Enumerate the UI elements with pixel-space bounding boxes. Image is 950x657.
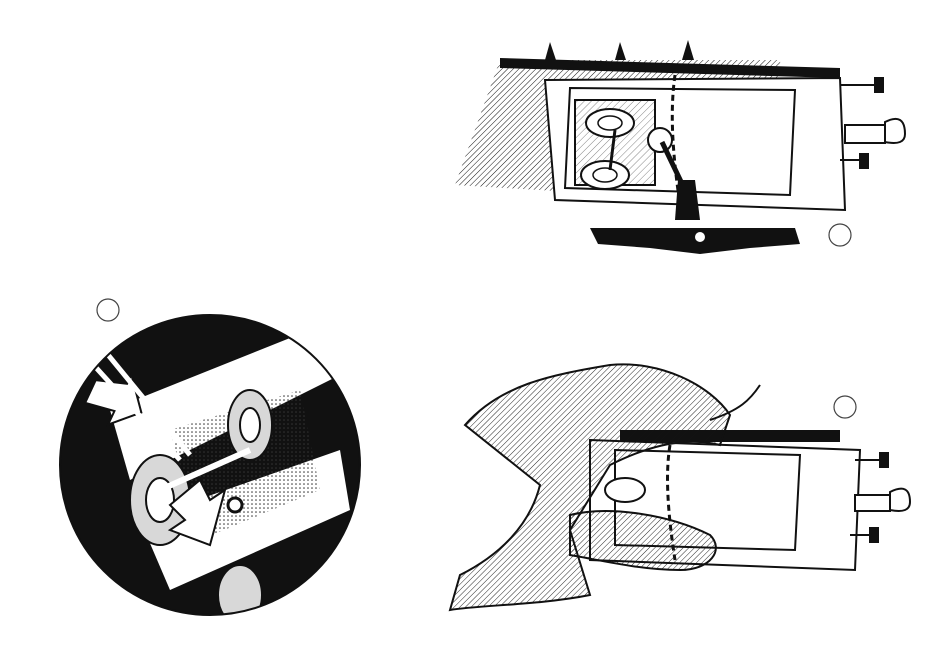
closeup-illustration (50, 290, 370, 620)
roof-pins (545, 40, 694, 60)
figure-loco-underside (450, 30, 920, 270)
wheelset-front (586, 109, 634, 137)
figure-closeup-wheel (50, 290, 370, 620)
step-marker-3 (834, 396, 856, 418)
wheelset-rear (581, 161, 629, 189)
loco-underside-illustration (450, 30, 920, 270)
step-marker-2 (97, 299, 119, 321)
chassis-hole (648, 128, 672, 152)
tool-screw (694, 231, 706, 243)
closeup-screw (228, 498, 242, 512)
hand-illustration (440, 355, 920, 625)
figure-hand-chassis (440, 355, 920, 625)
hand-wheel (605, 478, 645, 502)
closeup-wheel-right (228, 390, 272, 460)
step-marker-1 (829, 224, 851, 246)
buffers-couplers (840, 78, 905, 168)
